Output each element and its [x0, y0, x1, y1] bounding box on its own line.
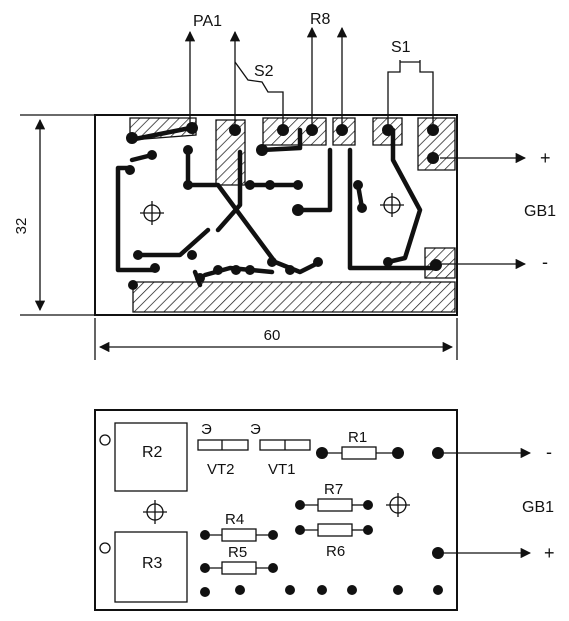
label-emitter-vt1: Э: [250, 421, 261, 438]
dimension-width: 60: [264, 327, 281, 344]
label-s1: S1: [391, 39, 411, 56]
top-leads: [184, 26, 527, 270]
label-s2: S2: [254, 63, 274, 80]
top-dimensions: [20, 114, 458, 360]
bottom-pads: [200, 447, 444, 597]
top-pads: [125, 122, 442, 290]
label-minus-bottom: -: [546, 442, 552, 462]
label-gb1-bottom: GB1: [522, 499, 554, 516]
label-r7: R7: [324, 481, 343, 498]
trimmer-r3: [99, 531, 188, 603]
label-vt1: VT1: [268, 461, 296, 478]
transistor-vt1: [259, 439, 311, 451]
bottom-view: R2 R3 Э Э VT2 VT1 R1 R7 R4 R6 R5 - + GB1: [94, 409, 555, 611]
label-gb1-top: GB1: [524, 203, 556, 220]
top-view: PA1 R8 S2 S1 + - GB1 32 60: [13, 11, 556, 360]
label-r4: R4: [225, 511, 244, 528]
bottom-mounting-holes: [143, 493, 410, 524]
label-pa1: PA1: [193, 13, 222, 30]
label-r2: R2: [142, 444, 163, 461]
label-r1: R1: [348, 429, 367, 446]
top-mounting-holes: [140, 193, 404, 225]
label-r3: R3: [142, 555, 163, 572]
label-r6: R6: [326, 543, 345, 560]
label-vt2: VT2: [207, 461, 235, 478]
dimension-height: 32: [13, 218, 30, 235]
label-plus-top: +: [540, 148, 551, 168]
trimmer-r2: [99, 422, 188, 492]
label-plus-bottom: +: [544, 543, 555, 563]
transistor-vt2: [197, 439, 249, 451]
label-r8: R8: [310, 11, 331, 28]
label-minus-top: -: [542, 252, 548, 272]
label-r5: R5: [228, 544, 247, 561]
bottom-leads: [444, 447, 532, 559]
copper-traces: [115, 125, 441, 288]
label-emitter-vt2: Э: [201, 421, 212, 438]
